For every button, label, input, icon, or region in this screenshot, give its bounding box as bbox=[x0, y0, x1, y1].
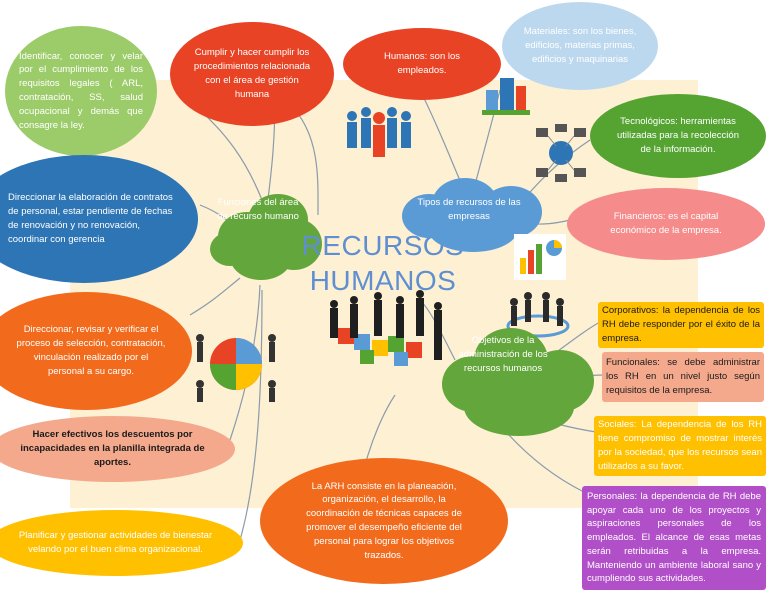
node-contracts: Direccionar la elaboración de contratos … bbox=[0, 155, 198, 283]
node-financial: Financieros: es el capital económico de … bbox=[567, 188, 765, 260]
node-materials-text: Materiales: son los bienes, edificios, m… bbox=[523, 26, 637, 65]
node-definition: La ARH consiste en la planeación, organi… bbox=[260, 458, 508, 584]
node-procedures: Cumplir y hacer cumplir los procedimient… bbox=[170, 22, 334, 126]
people-circle-image bbox=[506, 292, 570, 338]
node-technological: Tecnológicos: herramientas utilizadas pa… bbox=[590, 94, 766, 178]
business-people-puzzle-image bbox=[330, 290, 442, 366]
objective-functional-text: Funcionales: se debe administrar los RH … bbox=[606, 357, 760, 396]
node-human-resources: Humanos: son los empleados. bbox=[343, 28, 501, 100]
node-discounts: Hacer efectivos los descuentos por incap… bbox=[0, 416, 235, 482]
title-line-2: HUMANOS bbox=[309, 265, 457, 296]
objective-personal-text: Personales: la dependencia de RH debe ap… bbox=[587, 490, 761, 585]
objective-functional: Funcionales: se debe administrar los RH … bbox=[602, 352, 764, 402]
node-definition-text: La ARH consiste en la planeación, organi… bbox=[306, 480, 462, 561]
node-financial-text: Financieros: es el capital económico de … bbox=[610, 211, 722, 236]
puzzle-circle-image bbox=[196, 334, 276, 402]
node-technological-text: Tecnológicos: herramientas utilizadas pa… bbox=[617, 116, 739, 155]
node-materials: Materiales: son los bienes, edificios, m… bbox=[502, 2, 658, 90]
node-human-resources-text: Humanos: son los empleados. bbox=[383, 51, 461, 76]
node-wellbeing: Planificar y gestionar actividades de bi… bbox=[0, 510, 243, 576]
node-wellbeing-text: Planificar y gestionar actividades de bi… bbox=[18, 530, 213, 555]
node-legal-requirements: Identificar, conocer y velar por el cump… bbox=[5, 26, 157, 156]
objective-personal: Personales: la dependencia de RH debe ap… bbox=[582, 486, 766, 590]
cloud-functions bbox=[210, 188, 322, 282]
node-legal-requirements-text: Identificar, conocer y velar por el cump… bbox=[19, 50, 143, 131]
cloud-objectives-text: Objetivos de la administración de los re… bbox=[458, 335, 548, 374]
technology-network-image bbox=[536, 124, 586, 182]
finance-charts-image bbox=[514, 234, 566, 280]
buildings-image bbox=[482, 78, 530, 115]
node-selection-process: Direccionar, revisar y verificar el proc… bbox=[0, 292, 192, 410]
node-procedures-text: Cumplir y hacer cumplir los procedimient… bbox=[193, 47, 311, 100]
objective-corporate: Corporativos: la dependencia de los RH d… bbox=[598, 302, 764, 348]
node-selection-process-text: Direccionar, revisar y verificar el proc… bbox=[16, 324, 166, 377]
objective-social: Sociales: La dependencia de los RH tiene… bbox=[594, 416, 766, 476]
cloud-resource-types-text: Tipos de recursos de las empresas bbox=[417, 197, 521, 222]
cloud-objectives bbox=[436, 322, 596, 436]
cloud-resource-types bbox=[398, 176, 548, 252]
objective-social-text: Sociales: La dependencia de los RH tiene… bbox=[598, 419, 762, 472]
objective-corporate-text: Corporativos: la dependencia de los RH d… bbox=[602, 305, 760, 344]
node-discounts-text: Hacer efectivos los descuentos por incap… bbox=[20, 429, 205, 468]
node-contracts-text: Direccionar la elaboración de contratos … bbox=[8, 192, 173, 245]
cloud-functions-text: Funciones del área de recurso humano bbox=[217, 197, 299, 222]
people-group-image bbox=[347, 107, 411, 157]
